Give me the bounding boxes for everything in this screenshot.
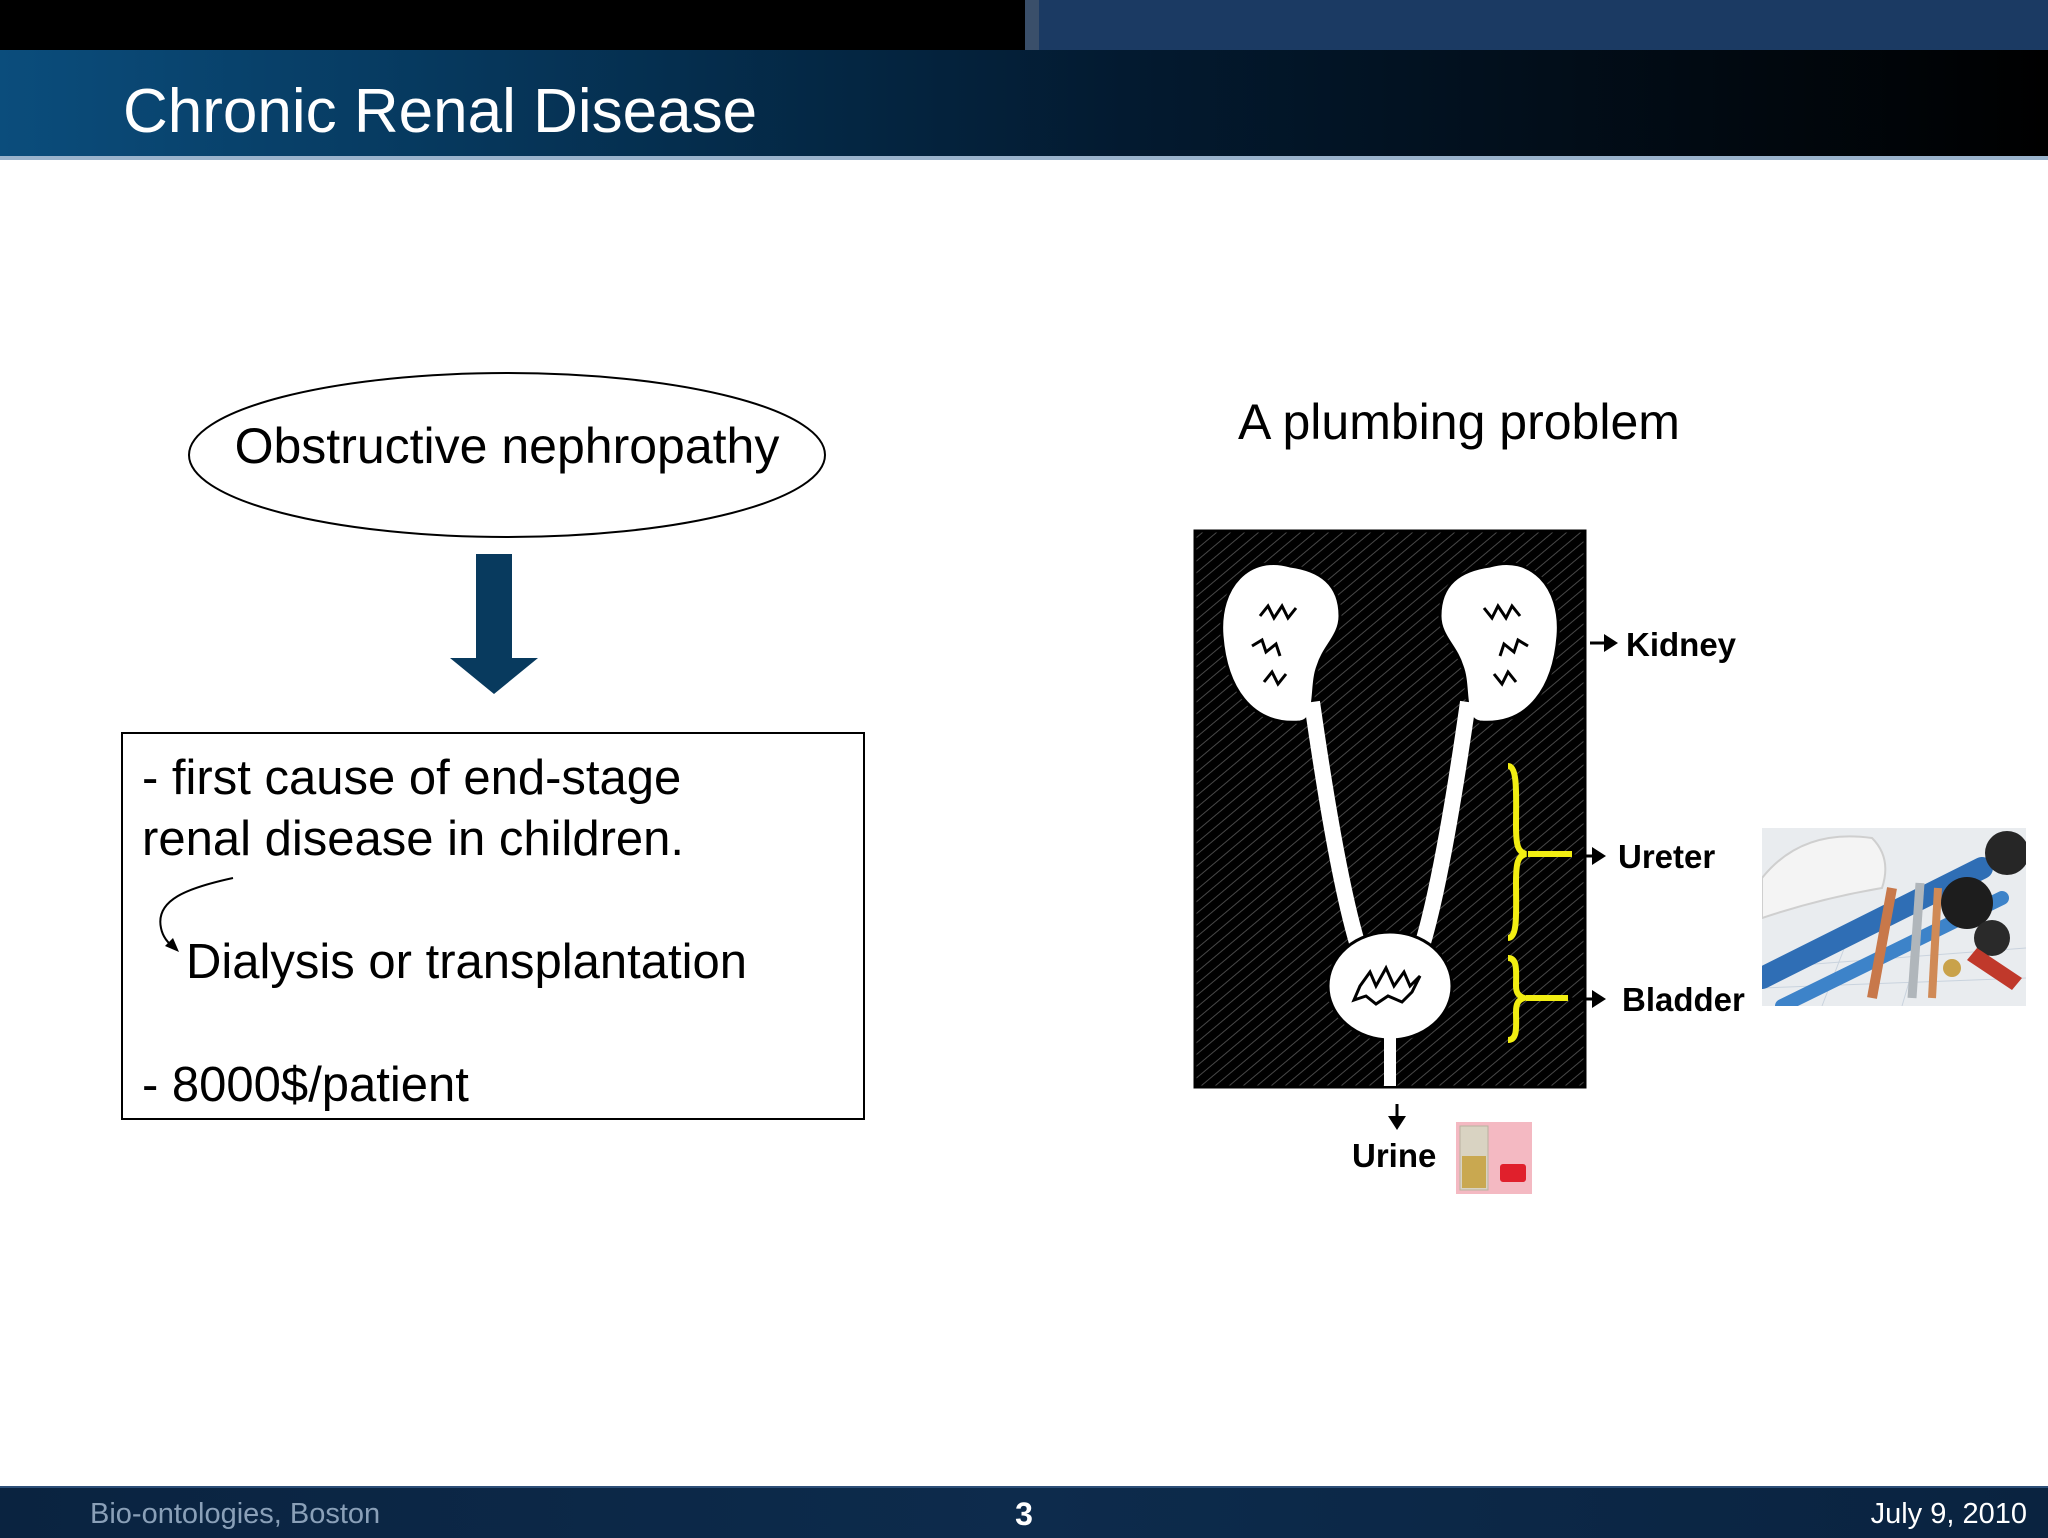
consequences-box: - first cause of end-stage renal disease… bbox=[121, 732, 865, 1120]
urine-pointer-icon bbox=[1388, 1104, 1406, 1130]
ellipse-outline bbox=[188, 372, 826, 538]
slide-title: Chronic Renal Disease bbox=[123, 77, 758, 146]
top-band-blue bbox=[1039, 0, 2048, 50]
footer-event: Bio-ontologies, Boston bbox=[90, 1498, 381, 1530]
label-ureter: Ureter bbox=[1618, 838, 1716, 875]
footer-date: July 9, 2010 bbox=[1870, 1498, 2027, 1530]
top-band-black bbox=[0, 0, 1025, 50]
label-kidney: Kidney bbox=[1626, 626, 1737, 663]
top-band bbox=[0, 0, 2048, 52]
box-line-4: - 8000$/patient bbox=[142, 1058, 469, 1112]
ureter-pointer-icon bbox=[1572, 847, 1606, 865]
obstructive-nephropathy-ellipse: Obstructive nephropathy bbox=[186, 370, 828, 540]
footer-bar: Bio-ontologies, Boston 3 July 9, 2010 bbox=[0, 1486, 2048, 1538]
plumbing-pipes-image bbox=[1762, 828, 2026, 1006]
ellipse-label: Obstructive nephropathy bbox=[234, 418, 780, 474]
curved-arrow-icon bbox=[159, 877, 234, 952]
urine-sample-image bbox=[1456, 1122, 1532, 1194]
urinary-tract-drawing bbox=[1193, 529, 1587, 1089]
kidney-pointer-icon bbox=[1590, 634, 1618, 652]
box-line-2: renal disease in children. bbox=[142, 812, 685, 866]
label-bladder: Bladder bbox=[1622, 981, 1745, 1018]
plumbing-heading: A plumbing problem bbox=[1238, 394, 1680, 450]
page-number: 3 bbox=[1015, 1496, 1033, 1532]
box-line-3: Dialysis or transplantation bbox=[186, 935, 748, 989]
title-bar: Chronic Renal Disease bbox=[0, 50, 2048, 160]
bladder-pointer-icon bbox=[1568, 990, 1606, 1008]
top-band-divider bbox=[1025, 0, 1039, 50]
down-arrow-icon bbox=[450, 554, 538, 694]
label-urine: Urine bbox=[1352, 1137, 1437, 1174]
box-line-1: - first cause of end-stage bbox=[142, 751, 682, 805]
